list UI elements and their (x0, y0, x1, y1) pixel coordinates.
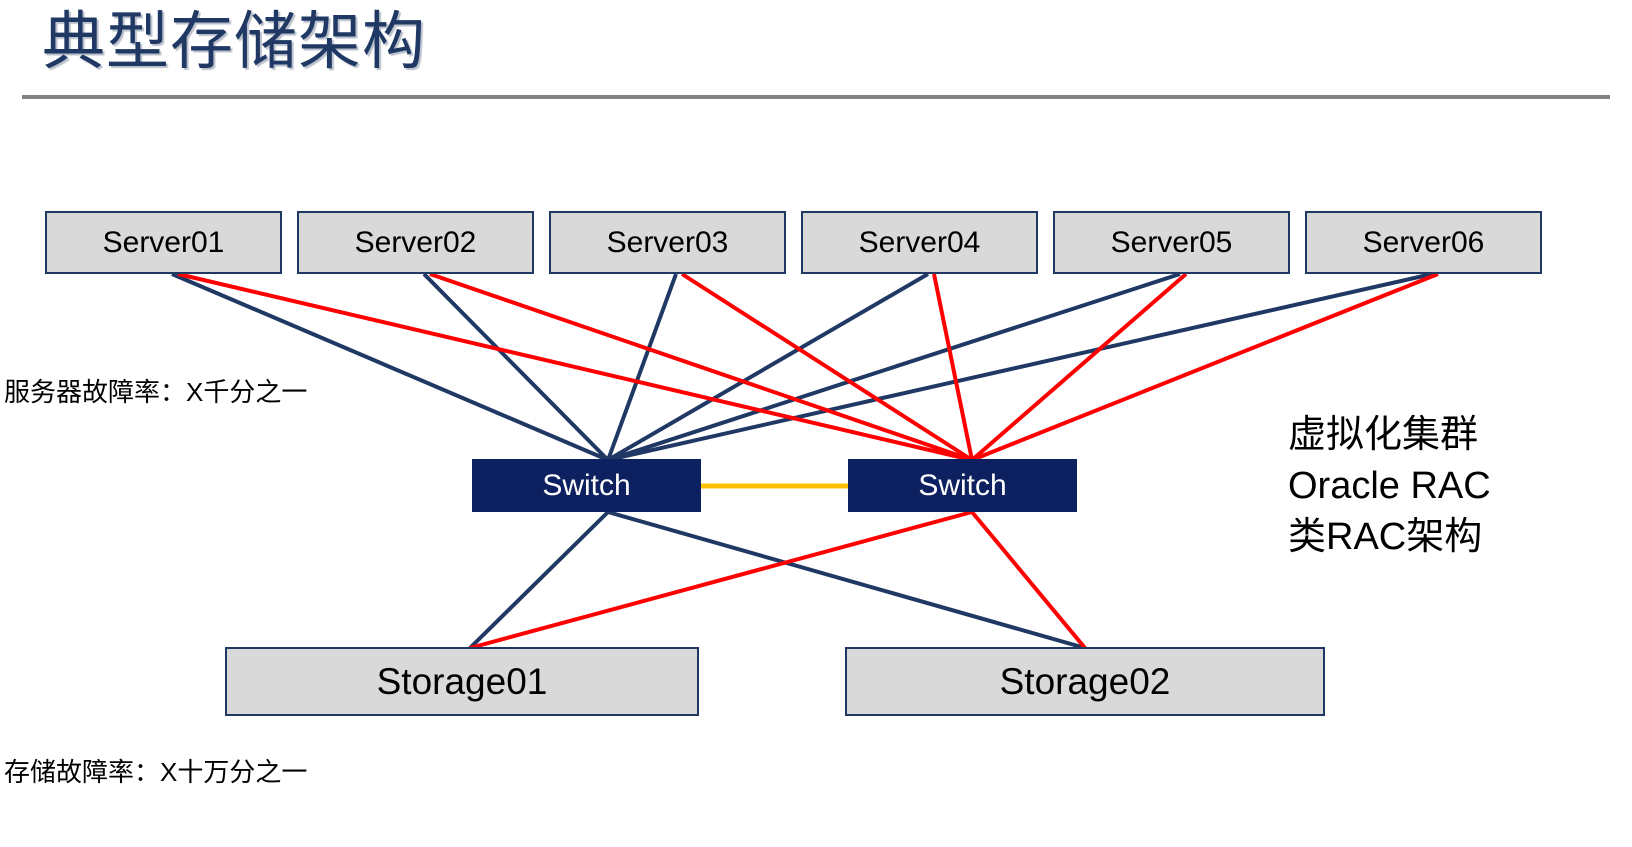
cluster-note-line-3: 类RAC架构 (1288, 516, 1483, 558)
link-server2-switch2 (429, 272, 973, 462)
server-node-3[interactable]: Server03 (549, 211, 786, 274)
link-server3-switch1 (606, 273, 678, 461)
link-switch1-storage2 (607, 510, 1086, 650)
cluster-note: 虚拟化集群 Oracle RAC 类RAC架构 (1288, 410, 1491, 563)
server-node-4[interactable]: Server04 (801, 211, 1038, 274)
link-server5-switch2 (970, 272, 1188, 462)
link-server4-switch2 (932, 273, 974, 461)
storage-failure-rate-note: 存储故障率：X十万分之一 (4, 757, 308, 787)
switch-node-2[interactable]: Switch (848, 459, 1077, 512)
switch-label: Switch (918, 468, 1007, 502)
server-label: Server06 (1362, 225, 1485, 259)
link-switch2-storage1 (469, 510, 973, 650)
server-label: Server04 (858, 225, 981, 259)
link-server1-switch1 (171, 272, 609, 462)
link-switch1-storage1 (468, 510, 610, 650)
server-failure-rate-note: 服务器故障率：X千分之一 (4, 377, 308, 407)
link-server3-switch2 (680, 272, 974, 462)
link-server6-switch2 (971, 272, 1439, 462)
storage-label: Storage01 (376, 660, 548, 702)
server-label: Server01 (102, 225, 225, 259)
storage-node-2[interactable]: Storage02 (845, 647, 1325, 716)
link-switch2-storage2 (970, 510, 1087, 650)
link-server1-switch2 (177, 272, 973, 462)
title-divider (22, 95, 1610, 99)
server-node-6[interactable]: Server06 (1305, 211, 1542, 274)
link-server4-switch1 (606, 272, 930, 462)
cluster-note-line-2: Oracle RAC (1288, 465, 1491, 507)
link-server2-switch1 (422, 272, 610, 462)
server-label: Server03 (606, 225, 729, 259)
server-node-2[interactable]: Server02 (297, 211, 534, 274)
link-server5-switch1 (607, 272, 1181, 462)
link-server6-switch1 (607, 272, 1433, 462)
server-label: Server02 (354, 225, 477, 259)
storage-label: Storage02 (999, 660, 1171, 702)
page-title: 典型存储架构 (42, 7, 426, 77)
server-node-5[interactable]: Server05 (1053, 211, 1290, 274)
switch-label: Switch (542, 468, 631, 502)
server-node-1[interactable]: Server01 (45, 211, 282, 274)
storage-node-1[interactable]: Storage01 (225, 647, 699, 716)
switch-node-1[interactable]: Switch (472, 459, 701, 512)
cluster-note-line-1: 虚拟化集群 (1288, 414, 1479, 456)
server-label: Server05 (1110, 225, 1233, 259)
